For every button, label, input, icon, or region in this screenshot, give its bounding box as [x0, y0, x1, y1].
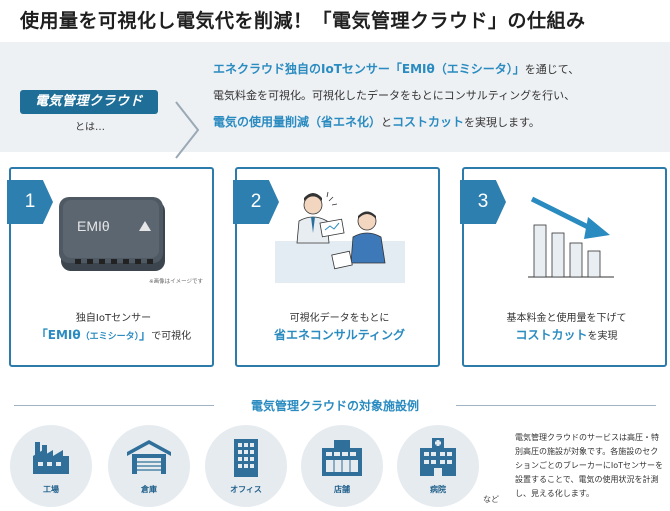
card-1-hl-end: 」: [139, 328, 152, 342]
facility-label-office: オフィス: [230, 485, 262, 494]
intro-band: 電気管理クラウド とは… エネクラウド独自のIoTセンサー「EMIθ（エミシータ…: [0, 42, 670, 159]
factory-icon: [33, 442, 69, 474]
office-building-icon: [234, 439, 258, 477]
image-note: ※画像はイメージです: [149, 279, 203, 285]
cost-down-chart-icon: [528, 196, 614, 278]
card-3-hl: コストカット: [515, 328, 588, 342]
step-card-1: EMIθ ※画像はイメージです 独自IoTセンサー 「EMIθ（エミシータ）」で…: [9, 167, 214, 367]
iot-sensor-device-image: EMIθ: [59, 197, 165, 271]
card-2-line1: 可視化データをもとに: [289, 313, 390, 324]
card-3-line2: コストカットを実現: [464, 326, 669, 343]
intro-line2: 電気料金を可視化。可視化したデータをもとにコンサルティングを行い、: [213, 89, 576, 102]
facility-label-store: 店舗: [334, 485, 350, 494]
facilities-etc: など: [483, 495, 499, 504]
card-1-hl-small: （エミシータ）: [80, 332, 140, 342]
card-1-line2: 「EMIθ（エミシータ）」で可視化: [11, 326, 216, 343]
intro-line3-tail: を実現します。: [464, 116, 540, 129]
consulting-illustration: [275, 191, 405, 283]
brand-logo: 電気管理クラウド: [20, 90, 158, 114]
card-3-tail: を実現: [587, 331, 618, 342]
card-1-line1: 独自IoTセンサー: [75, 313, 152, 324]
facility-label-hospital: 病院: [430, 485, 446, 494]
hospital-icon: [420, 438, 456, 476]
facilities-description: 電気管理クラウドのサービスは高圧・特別高圧の施設が対象です。各施設のセクションご…: [515, 433, 664, 498]
intro-highlight-saving: 電気の使用量削減（省エネ化）: [213, 115, 382, 129]
chevron-right-icon: [175, 101, 200, 159]
card-1-hl: 「EMIθ: [35, 328, 81, 342]
step-number-1: 1: [7, 180, 53, 224]
step-card-2: 可視化データをもとに 省エネコンサルティング: [235, 167, 440, 367]
card-3-line1: 基本料金と使用量を下げて: [506, 313, 627, 324]
section-rule-right: [456, 405, 656, 406]
card-2-line2: 省エネコンサルティング: [273, 328, 406, 342]
store-icon: [322, 440, 362, 476]
intro-highlight-sensor: エネクラウド独自のIoTセンサー「EMIθ（エミシータ）」: [213, 62, 525, 76]
intro-line3-mid: と: [381, 116, 393, 129]
step-number-2: 2: [233, 180, 279, 224]
device-label: EMIθ: [77, 218, 110, 234]
facility-label-warehouse: 倉庫: [141, 485, 157, 494]
intro-highlight-costcut: コストカット: [392, 115, 465, 129]
facilities-title: 電気管理クラウドの対象施設例: [250, 399, 419, 413]
step-number-3: 3: [460, 180, 506, 224]
intro-line1-tail: を通じて、: [524, 63, 580, 76]
card-1-tail: で可視化: [151, 331, 192, 342]
section-rule-left: [14, 405, 214, 406]
brand-caption: とは…: [75, 122, 105, 133]
facility-label-factory: 工場: [43, 485, 59, 494]
page-title: 使用量を可視化し電気代を削減！「電気管理クラウド」の仕組み: [20, 10, 586, 32]
warehouse-icon: [127, 440, 171, 474]
intro-description: エネクラウド独自のIoTセンサー「EMIθ（エミシータ）」を通じて、 電気料金を…: [213, 56, 663, 136]
